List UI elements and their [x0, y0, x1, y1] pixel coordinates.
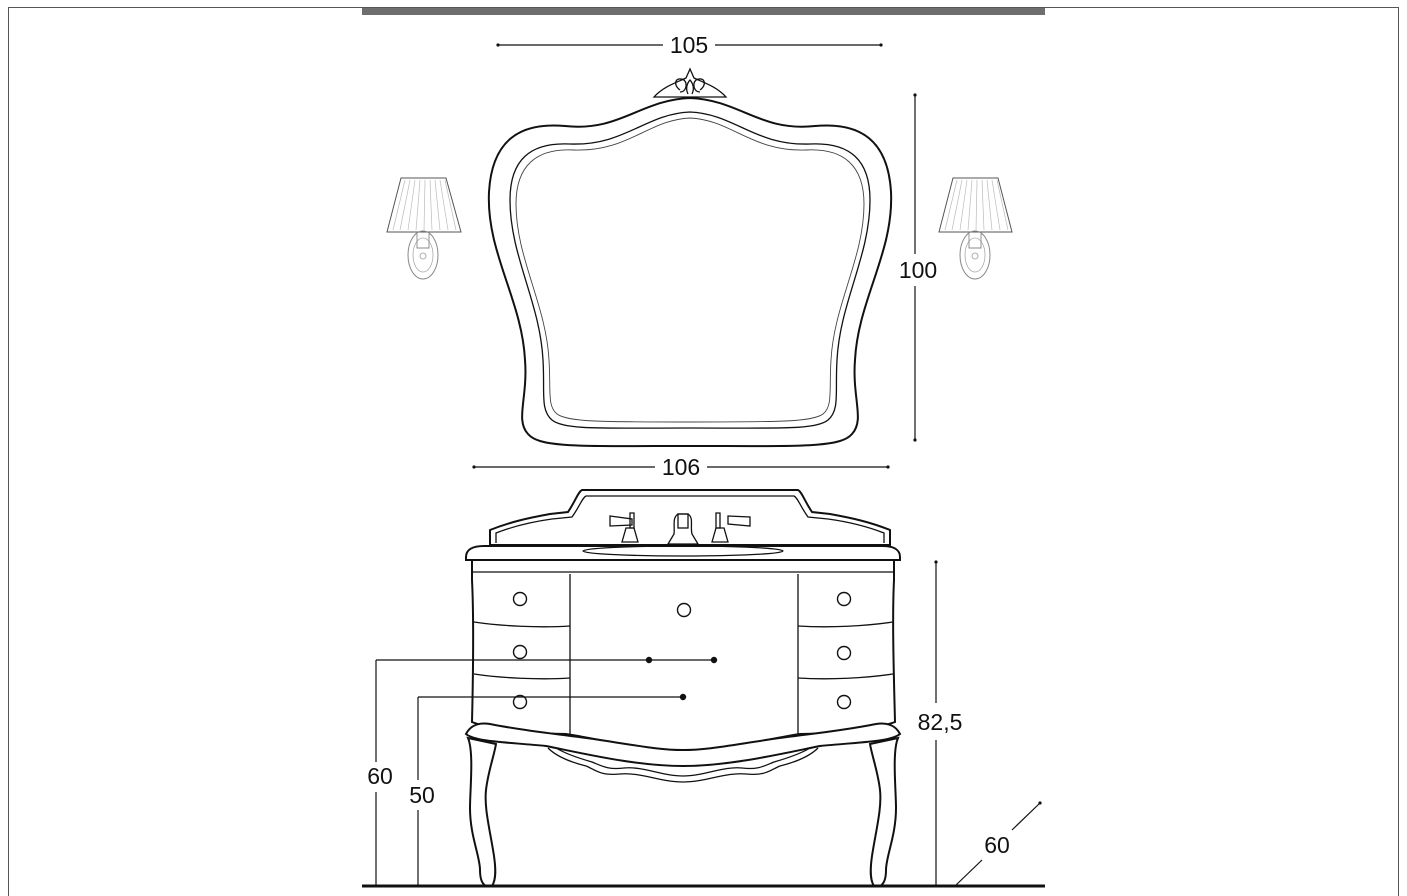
dimension-drain-height-50: 50 [409, 693, 687, 886]
wall-lamp-left [386, 177, 462, 280]
mirror-outer-frame [487, 96, 893, 448]
knob [836, 694, 852, 710]
drawer-knobs [512, 591, 852, 710]
wall-lamp-right [938, 177, 1013, 280]
mirror-inner-frame [509, 111, 871, 429]
dimension-label-106: 106 [662, 454, 700, 480]
vanity-leg-left [466, 736, 498, 887]
dimension-label-50: 50 [409, 782, 435, 808]
dimension-label-105: 105 [670, 32, 708, 58]
faucet-set [609, 512, 751, 545]
knob [512, 644, 528, 660]
header-bar [362, 8, 1045, 15]
dimension-mirror-height: 100 [899, 93, 937, 442]
mirror-glass-edge [515, 117, 865, 423]
dimension-label-depth-60: 60 [984, 832, 1010, 858]
vanity-cabinet [464, 489, 902, 887]
dimension-depth: 60 [954, 801, 1042, 887]
mirror-crest-ornament [652, 67, 728, 98]
drawing-frame [8, 7, 1399, 896]
dimension-label-82-5: 82,5 [918, 709, 963, 735]
mirror [487, 67, 893, 448]
knob [512, 694, 528, 710]
dimension-label-60: 60 [367, 763, 393, 789]
dimension-drain-height-60: 60 [367, 656, 718, 886]
dimension-cabinet-height: 82,5 [918, 560, 963, 886]
knob [836, 591, 852, 607]
vanity-backsplash [489, 489, 891, 546]
knob [836, 645, 852, 661]
vanity-leg-right [868, 736, 900, 887]
vanity-body [470, 559, 897, 754]
dimension-cabinet-width: 106 [472, 454, 890, 480]
vanity-countertop [465, 545, 901, 561]
knob [512, 591, 528, 607]
knob [676, 602, 692, 618]
dimension-label-100: 100 [899, 257, 937, 283]
dimension-mirror-width: 105 [496, 32, 883, 58]
